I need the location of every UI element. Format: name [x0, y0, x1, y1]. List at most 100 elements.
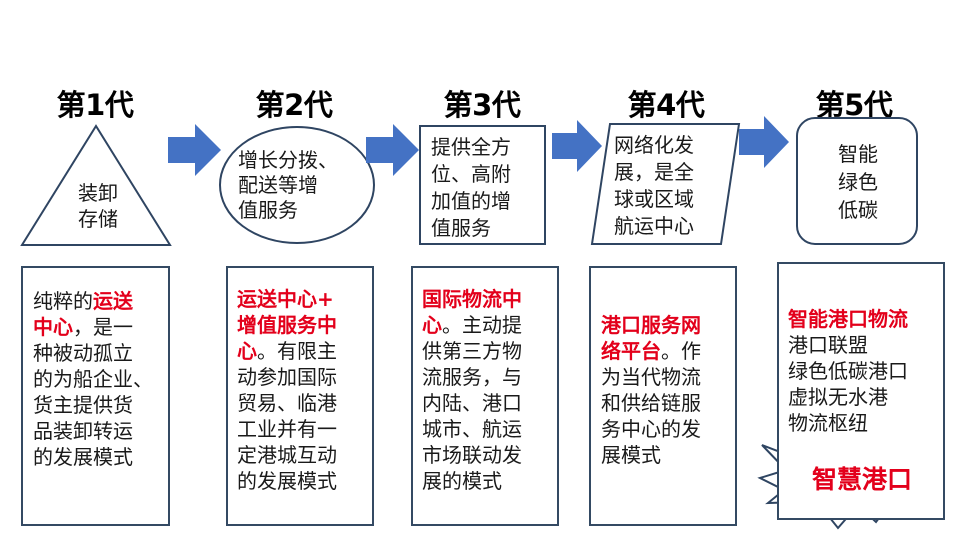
gen-1-triangle [20, 124, 172, 246]
description-line: 货主提供货 [33, 392, 162, 418]
gen-5-title: 第5代 [815, 88, 893, 122]
gen-2-ellipse [219, 126, 375, 244]
description-text: 。作 [661, 339, 701, 363]
gen-2-shape-text: 增长分拨、 配送等增 值服务 [238, 148, 356, 223]
description-line: 物流枢纽 [788, 410, 939, 436]
description-line: 的发展模式 [33, 444, 162, 470]
gen-4-title: 第4代 [627, 88, 705, 122]
shape-line: 位、高附 [431, 162, 511, 186]
description-line: 内陆、港口 [422, 390, 553, 416]
shape-line: 存储 [78, 207, 118, 231]
shape-line: 值服务 [431, 216, 491, 240]
arrow-2-to-3 [366, 124, 419, 176]
shape-line: 绿色 [838, 170, 878, 194]
description-text: 城市、航运 [422, 417, 522, 441]
gen-2-description: 运送中心+增值服务中心。有限主动参加国际贸易、临港工业并有一定港城互动的发展模式 [226, 266, 374, 526]
shape-line: 低碳 [838, 198, 878, 222]
description-line: 纯粹的运送 [33, 288, 162, 314]
description-text: 市场联动发 [422, 443, 522, 467]
description-line: 工业并有一 [237, 416, 368, 442]
description-text: 货主提供货 [33, 393, 133, 417]
description-line: 务中心的发 [601, 416, 731, 442]
gen-1-shape-text: 装卸 存储 [48, 180, 148, 232]
description-text: 动参加国际 [237, 365, 337, 389]
description-text: 展模式 [601, 443, 661, 467]
gen-3-title: 第3代 [443, 88, 521, 122]
description-text: 内陆、港口 [422, 391, 522, 415]
description-line: 心。有限主 [237, 338, 368, 364]
description-line: 心。主动提 [422, 312, 553, 338]
description-line: 的发展模式 [237, 468, 368, 494]
description-text: 物流枢纽 [788, 411, 868, 435]
description-line: 品装卸转运 [33, 418, 162, 444]
gen-1-description: 纯粹的运送中心，是一种被动孤立的为船企业、货主提供货品装卸转运的发展模式 [21, 266, 170, 526]
description-text: 供第三方物 [422, 339, 522, 363]
description-text: 。有限主 [257, 339, 337, 363]
description-line: 展的模式 [422, 468, 553, 494]
description-line: 种被动孤立 [33, 340, 162, 366]
highlight-text: 国际物流中 [422, 287, 522, 311]
description-text: 纯粹的 [33, 289, 93, 313]
shape-line: 加值的增 [431, 189, 511, 213]
highlight-text: 心 [422, 313, 442, 337]
description-text: 港口联盟 [788, 333, 868, 357]
description-text: 定港城互动 [237, 443, 337, 467]
shape-line: 网络化发 [614, 133, 694, 157]
description-text: 的发展模式 [237, 469, 337, 493]
description-text: 为当代物流 [601, 365, 701, 389]
description-line: 增值服务中 [237, 312, 368, 338]
description-text: 务中心的发 [601, 417, 701, 441]
description-line: 流服务，与 [422, 364, 553, 390]
description-text: 。主动提 [442, 313, 522, 337]
gen-2-title: 第2代 [255, 88, 333, 122]
description-text: 和供给链服 [601, 391, 701, 415]
description-line: 动参加国际 [237, 364, 368, 390]
description-line: 贸易、临港 [237, 390, 368, 416]
description-text: 流服务，与 [422, 365, 522, 389]
highlight-text: 智能港口物流 [788, 307, 908, 331]
description-line: 展模式 [601, 442, 731, 468]
description-line: 绿色低碳港口 [788, 358, 939, 384]
gen-4-shape-text: 网络化发 展，是全 球或区域 航运中心 [614, 132, 724, 240]
description-text: 品装卸转运 [33, 419, 133, 443]
description-line: 的为船企业、 [33, 366, 162, 392]
description-line: 国际物流中 [422, 286, 553, 312]
highlight-text: 运送中心+ [237, 287, 334, 311]
description-line: 城市、航运 [422, 416, 553, 442]
highlight-text: 中心 [33, 315, 73, 339]
gen-3-rectangle [419, 125, 546, 245]
shape-line: 配送等增 [238, 173, 318, 197]
description-line: 港口联盟 [788, 332, 939, 358]
shape-line: 提供全方 [431, 135, 511, 159]
description-line: 和供给链服 [601, 390, 731, 416]
description-line: 虚拟无水港 [788, 384, 939, 410]
description-line: 为当代物流 [601, 364, 731, 390]
shape-line: 智能 [838, 142, 878, 166]
highlight-text: 增值服务中 [237, 313, 337, 337]
description-line: 络平台。作 [601, 338, 731, 364]
description-text: 贸易、临港 [237, 391, 337, 415]
description-line: 市场联动发 [422, 442, 553, 468]
highlight-text: 港口服务网 [601, 313, 701, 337]
arrow-1-to-2 [168, 124, 221, 176]
highlight-text: 络平台 [601, 339, 661, 363]
gen-3-shape-text: 提供全方 位、高附 加值的增 值服务 [431, 134, 541, 242]
gen-5-description: 智能港口物流港口联盟绿色低碳港口虚拟无水港物流枢纽 [777, 262, 945, 520]
description-line: 定港城互动 [237, 442, 368, 468]
gen-5-rounded-rect [796, 117, 918, 245]
description-line: 运送中心+ [237, 286, 368, 312]
description-text: 种被动孤立 [33, 341, 133, 365]
description-text: 的发展模式 [33, 445, 133, 469]
description-text: ，是一 [73, 315, 133, 339]
description-line: 中心，是一 [33, 314, 162, 340]
description-line: 智能港口物流 [788, 306, 939, 332]
description-text: 展的模式 [422, 469, 502, 493]
gen-1-title: 第1代 [56, 88, 134, 122]
shape-line: 展，是全 [614, 160, 694, 184]
highlight-text: 心 [237, 339, 257, 363]
gen-5-shape-text: 智能 绿色 低碳 [802, 140, 914, 224]
description-text: 工业并有一 [237, 417, 337, 441]
arrow-3-to-4 [552, 120, 602, 172]
description-line: 供第三方物 [422, 338, 553, 364]
smart-port-burst-label: 智慧港口 [811, 465, 912, 494]
